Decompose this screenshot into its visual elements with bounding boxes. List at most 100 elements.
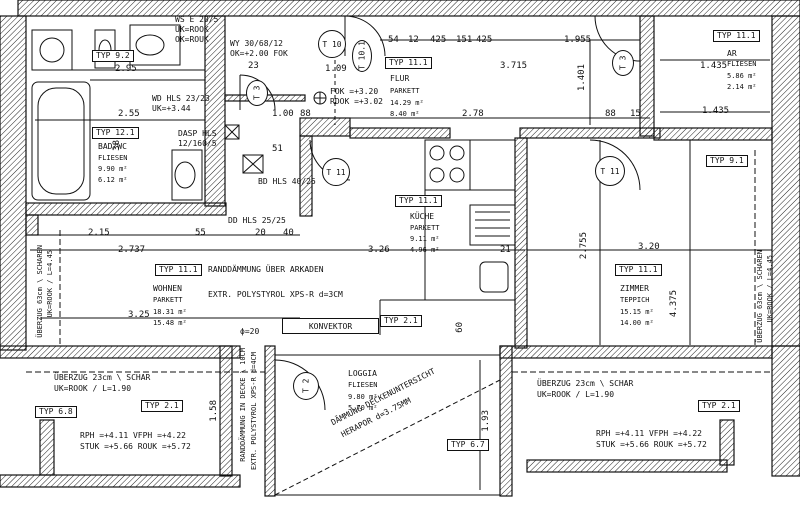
door-marker-t10: T 10 bbox=[318, 30, 346, 58]
dim-23: 23 bbox=[248, 61, 259, 71]
tag-typ-2-1-a: TYP 2.1 bbox=[380, 315, 422, 327]
note-dasp: DASP HLS bbox=[178, 129, 217, 138]
kueche-area: 9.11 m² bbox=[410, 235, 440, 243]
note-ws-uk: UK=ROOK bbox=[175, 25, 209, 34]
note-ueberzug-left: ÜBERZUG 23cm \ SCHAR bbox=[54, 373, 151, 382]
dim-320: 3.20 bbox=[638, 242, 660, 252]
dim-2737: 2.737 bbox=[118, 245, 146, 255]
tag-typ-9-2: TYP 9.2 bbox=[92, 50, 134, 62]
bath-name: BAD/WC bbox=[98, 142, 127, 151]
note-bd: BD HLS 40/25 bbox=[258, 177, 316, 186]
note-randd-loggia: RANDDÄMMUNG IN DECKE \ 10CM bbox=[239, 348, 247, 462]
tag-typ-9-1: TYP 9.1 bbox=[706, 155, 748, 167]
kueche-floor: PARKETT bbox=[410, 224, 440, 232]
flur-area: 14.29 m² bbox=[390, 99, 424, 107]
zimmer-area: 15.15 m² bbox=[620, 308, 654, 316]
note-ueberzug-left-2: UK=ROOK / L=1.90 bbox=[54, 384, 132, 393]
note-wy-ok: OK=+2.00 FOK bbox=[230, 49, 288, 58]
konvektor: KONVEKTOR bbox=[282, 318, 379, 334]
dim-38: 38 bbox=[112, 140, 122, 151]
door-marker-t3-left: T 3 bbox=[246, 80, 268, 106]
flur-name: FLUR bbox=[390, 74, 410, 83]
door-marker-t2: T 2 bbox=[293, 372, 319, 400]
note-wy: WY 30/68/12 bbox=[230, 39, 283, 48]
dim-88-b: 88 bbox=[300, 109, 311, 119]
bath-volume: 6.12 m² bbox=[98, 176, 128, 184]
door-marker-t11-right: T 11 bbox=[595, 156, 625, 186]
dim-20: 20 bbox=[255, 228, 266, 238]
note-ueberzug-right-2: UK=ROOK / L=1.90 bbox=[537, 390, 615, 399]
note-ws-ok: OK=ROUK bbox=[175, 35, 209, 44]
dim-151: 151 bbox=[456, 35, 473, 45]
dim-158: 1.58 bbox=[209, 400, 219, 422]
dim-21: 21 bbox=[500, 245, 511, 255]
loggia-volume: 5.70 m² bbox=[348, 404, 378, 412]
tag-typ-2-1-c: TYP 2.1 bbox=[698, 400, 740, 412]
dim-1955: 1.955 bbox=[564, 35, 592, 45]
dim-1435-a: 1.435 bbox=[700, 61, 728, 71]
dim-109: 1.09 bbox=[325, 64, 347, 74]
dim-325: 3.25 bbox=[128, 310, 150, 320]
door-marker-t10-1: T 10.1 bbox=[352, 40, 372, 72]
tag-typ-11-1-zimmer: TYP 11.1 bbox=[615, 264, 662, 276]
tag-typ-11-1-wohnen: TYP 11.1 bbox=[155, 264, 202, 276]
note-randd-loggia-2: EXTR. POLYSTYROL XPS-R d=4CM bbox=[250, 352, 258, 471]
note-ueberzug-vert-right-2: UK=ROOK / L=4.45 bbox=[766, 255, 774, 323]
dim-2755: 2.755 bbox=[579, 232, 589, 260]
wohnen-area: 18.31 m² bbox=[153, 308, 187, 316]
note-dd: DD HLS 25/25 bbox=[228, 216, 286, 225]
ar-floor: FLIESEN bbox=[727, 60, 757, 68]
dim-295: 2.95 bbox=[115, 64, 137, 74]
flur-floor: PARKETT bbox=[390, 87, 420, 95]
note-fok: FOK =+3.20 bbox=[330, 87, 379, 96]
dim-54: 54 bbox=[388, 35, 399, 45]
note-phi: ϕ=20 bbox=[240, 327, 260, 336]
loggia-floor: FLIESEN bbox=[348, 381, 378, 389]
dim-51: 51 bbox=[272, 144, 283, 154]
fixtures bbox=[26, 15, 772, 496]
tag-typ-6-7: TYP 6.7 bbox=[447, 439, 489, 451]
loggia-name: LOGGIA bbox=[348, 369, 377, 378]
dim-4375: 4.375 bbox=[669, 290, 679, 318]
zimmer-floor: TEPPICH bbox=[620, 296, 650, 304]
note-ueberzug-vert-left: ÜBERZUG 63cm \ SCHAREN bbox=[36, 245, 44, 338]
wohnen-volume: 15.48 m² bbox=[153, 319, 187, 327]
note-ueberzug-right: ÜBERZUG 23cm \ SCHAR bbox=[537, 379, 634, 388]
tag-typ-11-1-flur: TYP 11.1 bbox=[385, 57, 432, 69]
ar-name: AR bbox=[727, 49, 737, 58]
kueche-name: KÜCHE bbox=[410, 212, 435, 221]
bath-floor: FLIESEN bbox=[98, 154, 128, 162]
dim-278: 2.78 bbox=[462, 109, 484, 119]
dim-15: 15 bbox=[630, 109, 641, 119]
dim-193: 1.93 bbox=[481, 410, 491, 432]
note-ueberzug-vert-right: ÜBERZUG 63cm \ SCHAREN bbox=[756, 250, 764, 343]
flur-volume: 8.40 m² bbox=[390, 110, 420, 118]
note-dasp-dim: 12/160/5 bbox=[178, 139, 217, 148]
note-ws: WS E 20/5 bbox=[175, 15, 219, 24]
door-marker-t3-right: T 3 bbox=[612, 50, 634, 76]
note-ueberzug-vert-left-2: UK=ROOK / L=4.45 bbox=[46, 250, 54, 318]
loggia-area: 9.80 m² bbox=[348, 393, 378, 401]
dim-1435-b: 1.435 bbox=[702, 106, 730, 116]
tag-typ-12-1: TYP 12.1 bbox=[92, 127, 139, 139]
dim-12: 12 bbox=[408, 35, 419, 45]
zimmer-volume: 14.00 m² bbox=[620, 319, 654, 327]
dim-215: 2.15 bbox=[88, 228, 110, 238]
wohnen-floor: PARKETT bbox=[153, 296, 183, 304]
note-rph-right: RPH =+4.11 VFPH =+4.22 bbox=[596, 429, 702, 438]
dim-425-a: 425 bbox=[430, 35, 447, 45]
tag-typ-11-1-kueche: TYP 11.1 bbox=[395, 195, 442, 207]
kueche-volume: 4.96 m² bbox=[410, 246, 440, 254]
note-randdaemmung: RANDDÄMMUNG ÜBER ARKADEN bbox=[208, 265, 324, 274]
note-rph-left: RPH =+4.11 VFPH =+4.22 bbox=[80, 431, 186, 440]
dim-40: 40 bbox=[283, 228, 294, 238]
dim-100: 1.00 bbox=[272, 109, 294, 119]
note-wd: WD HLS 23/23 bbox=[152, 94, 210, 103]
dim-425-b: 425 bbox=[476, 35, 493, 45]
dim-88-a: 88 bbox=[605, 109, 616, 119]
bath-area: 9.90 m² bbox=[98, 165, 128, 173]
note-stuk-right: STUK =+5.66 ROUK =+5.72 bbox=[596, 440, 707, 449]
tag-typ-2-1-b: TYP 2.1 bbox=[141, 400, 183, 412]
wohnen-name: WOHNEN bbox=[153, 284, 182, 293]
